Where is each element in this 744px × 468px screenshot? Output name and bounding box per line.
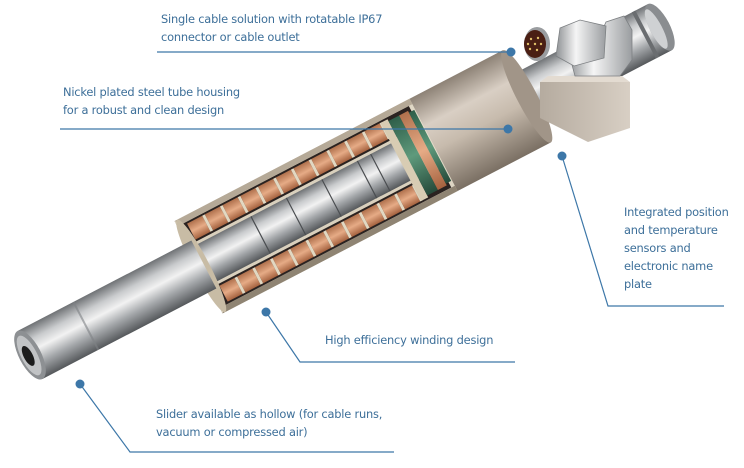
coil-separator — [290, 168, 302, 186]
coil-separator — [287, 248, 299, 267]
coil-separator — [219, 205, 231, 223]
callout-housing: Nickel plated steel tube housing for a r… — [63, 85, 240, 117]
coil-segment — [396, 185, 421, 210]
actuator-body — [14, 3, 675, 380]
coil-separator — [340, 221, 352, 239]
coil-segment — [240, 188, 264, 212]
coil-segment — [329, 141, 353, 166]
leader-line-winding — [265, 311, 515, 363]
coil-segment — [187, 215, 211, 240]
callout-dot-sensors — [557, 151, 567, 161]
coil-separator — [361, 131, 373, 149]
callout-slider: Slider available as hollow (for cable ru… — [156, 407, 383, 439]
coil-separator — [344, 140, 356, 158]
coil-segment — [325, 222, 350, 247]
coil-separator — [394, 193, 406, 211]
coil-separator — [358, 211, 370, 230]
coil-separator — [234, 276, 246, 294]
coil-segment — [204, 206, 229, 231]
coil-separator — [305, 239, 317, 257]
coil-separator — [237, 195, 249, 214]
callout-winding: High efficiency winding design — [325, 333, 494, 347]
coil-separator — [255, 186, 267, 205]
coil-segment — [275, 169, 300, 194]
coil-segment — [254, 259, 279, 284]
callout-cable-connector: Single cable solution with rotatable IP6… — [161, 12, 383, 44]
coil-segment — [293, 160, 317, 185]
leader-line-slider — [79, 383, 394, 453]
coil-segment — [219, 277, 243, 302]
coil-segment — [237, 268, 261, 293]
callout-dot-housing — [503, 124, 513, 134]
winding-coils-lower — [219, 184, 423, 302]
cutaway-section — [174, 98, 458, 314]
connector-assembly — [524, 15, 633, 142]
coil-segment — [308, 231, 332, 256]
coil-separator — [326, 149, 338, 168]
coil-segment — [311, 151, 335, 175]
coil-segment — [343, 213, 367, 238]
callout-sensors: Integrated position and temperature sens… — [624, 205, 729, 291]
leader-lines — [60, 51, 724, 453]
coil-segment — [290, 240, 314, 265]
leader-line-sensors — [561, 155, 724, 307]
callout-dots — [75, 47, 567, 389]
callout-dot-cable — [506, 47, 516, 57]
coil-segment — [272, 250, 297, 274]
hollow-bore — [21, 345, 35, 366]
coil-separator — [269, 258, 281, 276]
coil-separator — [323, 230, 335, 248]
callout-dot-winding — [261, 307, 271, 317]
coil-separator — [202, 214, 214, 232]
coil-separator — [376, 202, 388, 220]
callout-dot-slider — [75, 379, 85, 389]
coil-separator — [273, 177, 285, 195]
slider-front — [14, 240, 217, 380]
coil-segment — [361, 203, 385, 228]
coil-segment — [379, 194, 403, 219]
coil-separator — [252, 267, 264, 285]
coil-separator — [308, 158, 320, 177]
coil-segment — [258, 178, 282, 203]
coil-segment — [346, 132, 371, 157]
coil-segment — [222, 197, 246, 222]
